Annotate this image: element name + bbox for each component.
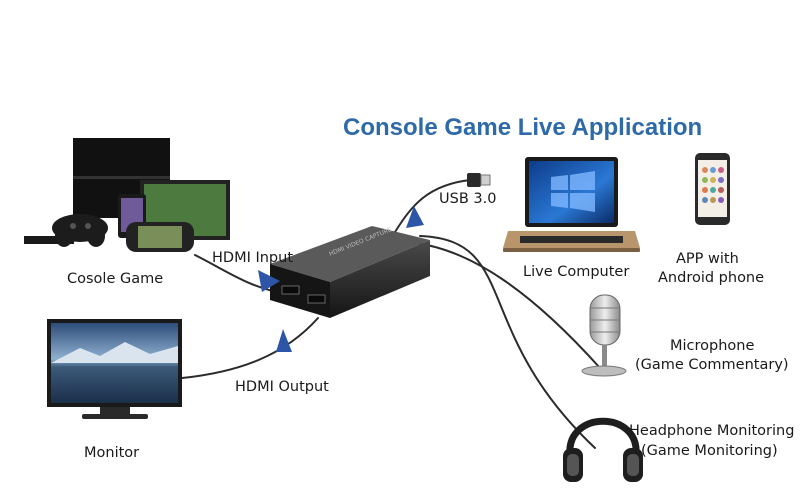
headphone-label-line2: (Game Monitoring) — [641, 443, 778, 459]
console-game-label: Cosole Game — [67, 271, 163, 287]
microphone-label-line1: Microphone — [670, 338, 754, 354]
laptop-icon — [503, 157, 640, 252]
headphone-cable — [419, 235, 596, 449]
app-label-line2: Android phone — [658, 270, 764, 286]
hdmi-output-cable — [181, 317, 319, 379]
app-label-line1: APP with — [676, 251, 739, 267]
hdmi-input-label: HDMI Input — [212, 250, 293, 266]
headphones-icon — [563, 417, 643, 482]
usb-cable — [394, 179, 471, 233]
android-phone-icon — [695, 153, 730, 225]
capture-card: HDMI VIDEO CAPTURE — [270, 226, 430, 318]
microphone-cable — [414, 242, 601, 369]
usb-label: USB 3.0 — [439, 191, 496, 207]
console-game-icon — [24, 138, 230, 252]
diagram-title: Console Game Live Application — [343, 114, 702, 141]
usb-arrow — [406, 206, 424, 228]
monitor-label: Monitor — [84, 445, 139, 461]
headphone-label-line1: Headphone Monitoring — [629, 423, 794, 439]
microphone-icon — [581, 294, 627, 377]
usb-plug-icon — [467, 173, 491, 187]
hdmi-output-label: HDMI Output — [235, 379, 329, 395]
live-computer-label: Live Computer — [523, 264, 629, 280]
microphone-label-line2: (Game Commentary) — [635, 357, 789, 373]
monitor-icon — [47, 319, 182, 419]
hdmi-output-arrow — [276, 329, 292, 352]
hdmi-input-arrow — [258, 270, 280, 292]
